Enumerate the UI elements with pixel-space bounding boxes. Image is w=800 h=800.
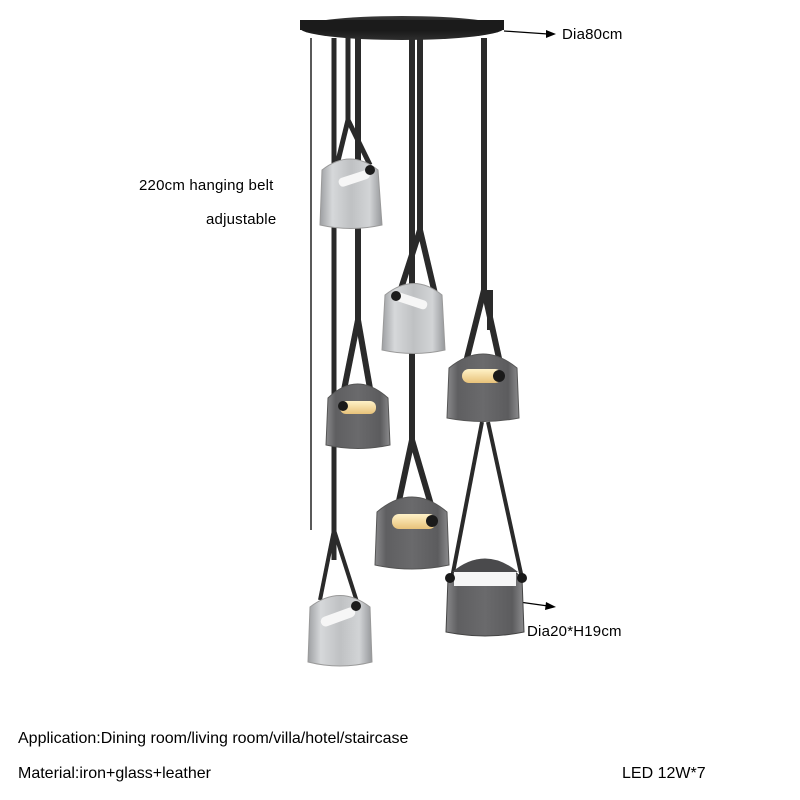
- pendant-lamp-clear-3: [307, 595, 373, 667]
- belt-length-label: 220cm hanging belt: [139, 177, 274, 194]
- pendant-lamp-smoke-3: [374, 496, 450, 570]
- power-spec: LED 12W*7: [622, 765, 706, 782]
- pendant-lamp-smoke-1: [446, 353, 520, 422]
- application-spec: Application:Dining room/living room/vill…: [18, 730, 409, 747]
- canopy-diameter-label: Dia80cm: [562, 26, 623, 43]
- pendant-lamp-clear-1: [319, 158, 383, 229]
- pendant-lamp-clear-2: [381, 283, 446, 354]
- pendant-lamp-smoke-4: [445, 558, 527, 637]
- canopy-arrow: [503, 30, 556, 38]
- material-spec: Material:iron+glass+leather: [18, 765, 211, 782]
- shade-size-label: Dia20*H19cm: [527, 623, 622, 640]
- ceiling-canopy: [300, 16, 504, 40]
- pendant-lamp-smoke-2: [325, 383, 391, 449]
- belt-adjustable-label: adjustable: [206, 211, 277, 228]
